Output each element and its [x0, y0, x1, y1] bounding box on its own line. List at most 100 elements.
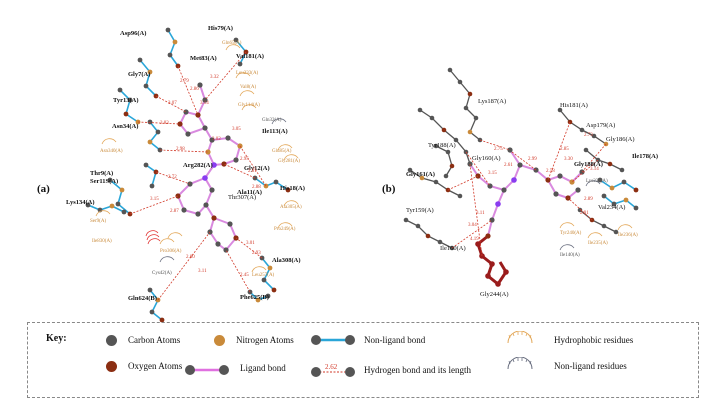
nonlig-label: Ile140(A)	[560, 253, 580, 258]
atoms-b	[403, 67, 639, 287]
nonligand-residue-icon	[507, 357, 533, 370]
res-label: Thr307(A)	[228, 194, 256, 201]
res-label: Gly160(A)	[472, 155, 501, 162]
key-hbond: Hydrogen bond and its length	[364, 365, 471, 375]
hyd-label: Gln65(A)	[222, 41, 242, 46]
hbond-distance: 3.04	[468, 223, 477, 228]
hyd-label: Val8(A)	[240, 85, 256, 90]
hbond-distance: 2.89	[584, 197, 593, 202]
legend-key: Key: Carbon Atoms Oxygen Atoms Nitrogen …	[27, 322, 699, 398]
nonlig-label: Cys42(A)	[152, 271, 172, 276]
hbond-distance: 2.86	[190, 87, 199, 92]
hbond-distance: 2.72	[168, 175, 177, 180]
hbond-distance: 3.32	[210, 75, 219, 80]
res-label: Ala308(A)	[272, 257, 301, 264]
hbond-distance: 3.05	[232, 127, 241, 132]
res-label: Arg282(A)	[183, 162, 213, 169]
ligand-b-red	[476, 234, 508, 287]
key-ligand-bond: Ligand bond	[240, 363, 286, 373]
hbond-distance: 2.73	[584, 133, 593, 138]
hbond-distance: 4.19	[470, 237, 479, 242]
residue-bonds-a	[87, 29, 289, 321]
hbond-distance: 2.45	[240, 273, 249, 278]
hbonds-a	[129, 51, 267, 301]
hyd-label: Ile830(A)	[92, 239, 112, 244]
nonligand-arcs-a	[159, 118, 287, 263]
hbond-distance: 2.87	[170, 209, 179, 214]
hyd-label: Gly114(A)	[238, 103, 260, 108]
res-label: Tyr159(A)	[406, 207, 434, 214]
hbond-icon: 2.62	[311, 363, 355, 377]
res-label: Tyr188(A)	[428, 142, 456, 149]
hbond-distance: 3.15	[488, 171, 497, 176]
hydrophobic-arcs-a	[95, 44, 299, 273]
res-label: Gly7(A)	[128, 71, 150, 78]
key-nitrogen: Nitrogen Atoms	[236, 335, 294, 345]
hbond-distance: 3.14	[200, 101, 209, 106]
res-label: Thr9(A)	[90, 170, 113, 177]
hbonds-b	[447, 121, 607, 257]
nonligand-arcs-b	[559, 180, 601, 251]
hbond-distance: 3.11	[476, 211, 485, 216]
res-label: Ile178(A)	[632, 153, 658, 160]
res-label: Gln624(B)	[128, 295, 157, 302]
key-oxygen: Oxygen Atoms	[128, 361, 183, 371]
res-label: Phe625(B)	[240, 294, 269, 301]
hbond-length-value: 2.62	[325, 363, 338, 371]
key-carbon: Carbon Atoms	[128, 335, 181, 345]
key-nonligand-res: Non-ligand residues	[554, 361, 627, 371]
panel-b-label: (b)	[382, 183, 396, 195]
hbond-distance: 2.91	[580, 211, 589, 216]
hbond-distance: 2.61	[504, 163, 513, 168]
hyd-label: Pro249(A)	[274, 227, 296, 232]
hbond-distance: 2.80	[186, 255, 195, 260]
res-label: His181(A)	[560, 102, 588, 109]
hyd-label: Ser9(A)	[90, 219, 106, 224]
hbond-distance: 3.11	[198, 269, 207, 274]
hbond-distance: 3.02	[212, 137, 221, 142]
hyd-label: Leu257(A)	[252, 273, 275, 278]
res-label: Asp96(A)	[120, 30, 146, 37]
res-label: Gly186(A)	[606, 136, 635, 143]
nonlig-label: Lys231(A)	[586, 179, 608, 184]
hbond-distance: 2.85	[560, 147, 569, 152]
hyd-label: Glu85(A)	[272, 149, 292, 154]
nonligand-bond-icon	[311, 335, 355, 345]
residue-bonds-b	[599, 179, 637, 209]
hyd-label: Asn340(A)	[100, 149, 123, 154]
hyd-label: Leu233(A)	[236, 71, 259, 76]
hbond-distance: 2.83	[160, 121, 169, 126]
hbond-distance: 3.01	[246, 241, 255, 246]
res-label: Met83(A)	[190, 55, 217, 62]
res-label: Gly161(A)	[406, 171, 435, 178]
hbond-distance: 3.30	[564, 157, 573, 162]
key-title: Key:	[46, 333, 67, 344]
hydrophobic-arcs-b	[559, 222, 633, 239]
hyd-label: Ala305(A)	[280, 205, 302, 210]
res-label: Asp179(A)	[586, 122, 615, 129]
hbond-distance: 2.75	[494, 147, 503, 152]
hyd-label: Ile235(A)	[588, 241, 608, 246]
res-label: Tyr13(A)	[113, 97, 139, 104]
panel-a: Asp96(A) His79(A) Met83(A) Val181(A) Gly…	[66, 25, 305, 323]
oxygen-atom-icon	[106, 361, 117, 372]
hbond-distance: 3.07	[168, 101, 177, 106]
backbone-b	[405, 69, 623, 249]
res-label: Ala11(A)	[237, 189, 262, 196]
res-label: Asn34(A)	[112, 123, 138, 130]
hbond-distance: 2.88	[252, 185, 261, 190]
panel-a-label: (a)	[37, 183, 50, 195]
res-label: Lys134(A)	[66, 199, 95, 206]
hbond-distance: 2.99	[528, 157, 537, 162]
res-label: Ile160(A)	[440, 245, 466, 252]
hbond-distance: 2.98	[176, 147, 185, 152]
hbond-distance: 3.14	[590, 167, 599, 172]
key-nonligand-bond: Non-ligand bond	[364, 335, 426, 345]
hyd-label: Ile236(A)	[618, 233, 638, 238]
hbond-distance: 2.95	[240, 157, 249, 162]
nonlig-label: Gln32(A)	[262, 118, 282, 123]
res-label: His79(A)	[208, 25, 233, 32]
red-arcs-a	[145, 230, 161, 245]
res-label: Gly188(A)	[574, 161, 603, 168]
